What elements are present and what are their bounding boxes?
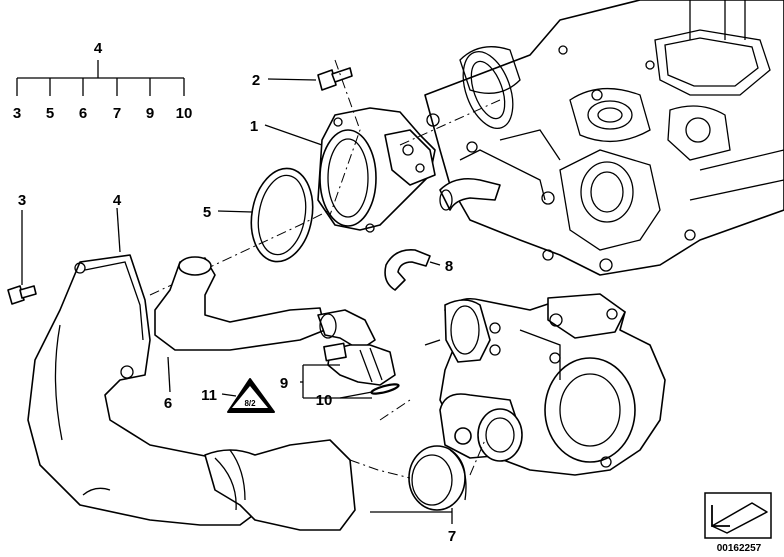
legend-top-number: 4 bbox=[94, 40, 103, 57]
orientation-arrow-icon bbox=[704, 492, 772, 539]
label-6: 6 bbox=[164, 395, 172, 412]
label-9: 9 bbox=[280, 375, 288, 392]
part-7-seal bbox=[408, 445, 467, 511]
legend-sub-5: 5 bbox=[46, 105, 54, 122]
warning-label-text: 8/2 bbox=[244, 399, 256, 408]
part-1-housing bbox=[317, 107, 436, 233]
legend-sub-10: 10 bbox=[176, 105, 193, 122]
legend-sub-9: 9 bbox=[146, 105, 154, 122]
part-2-bolt bbox=[317, 67, 353, 91]
label-11: 11 bbox=[201, 387, 217, 404]
label-1: 1 bbox=[250, 118, 258, 135]
part-8-clamp bbox=[384, 248, 431, 291]
part-9-connector bbox=[323, 342, 396, 386]
label-8: 8 bbox=[445, 258, 453, 275]
legend-sub-3: 3 bbox=[13, 105, 21, 122]
label-10: 10 bbox=[316, 392, 333, 409]
legend-sub-6: 6 bbox=[79, 105, 87, 122]
label-3: 3 bbox=[18, 192, 26, 209]
label-4: 4 bbox=[113, 192, 122, 209]
part-4-intake-pipe bbox=[27, 254, 356, 531]
cylinder-head bbox=[424, 0, 784, 276]
legend-sub-7: 7 bbox=[113, 105, 121, 122]
turbocharger bbox=[424, 293, 666, 476]
legend-group: 4 3 5 6 7 9 10 bbox=[13, 40, 193, 122]
label-5: 5 bbox=[203, 204, 211, 221]
label-2: 2 bbox=[252, 72, 260, 89]
part-11-warning-label: 8/2 bbox=[227, 378, 275, 413]
part-3-bolt bbox=[7, 285, 37, 305]
diagram-id: 00162257 bbox=[717, 543, 762, 552]
label-7: 7 bbox=[448, 528, 456, 545]
part-6-hose bbox=[154, 256, 376, 351]
part-5-gasket bbox=[250, 167, 314, 263]
